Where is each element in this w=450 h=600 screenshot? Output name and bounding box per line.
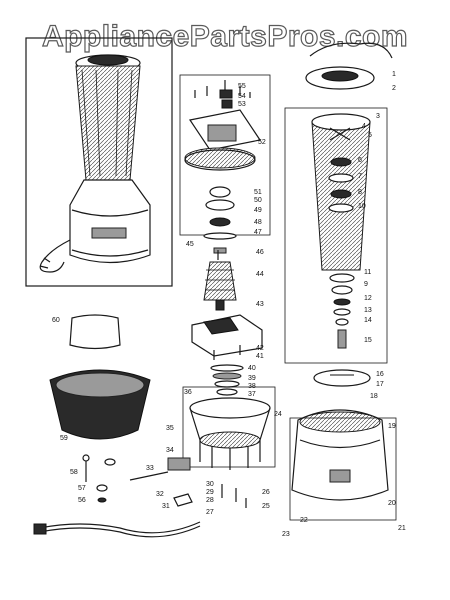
motor-assembly-parts	[179, 74, 276, 470]
part-label-18: 18	[370, 393, 378, 400]
part-label-4: 4	[362, 123, 366, 130]
part-label-5: 5	[368, 132, 372, 139]
part-label-48: 48	[254, 219, 262, 226]
part-label-24: 24	[274, 411, 282, 418]
container-assembly-parts	[284, 42, 397, 521]
part-label-43: 43	[256, 301, 264, 308]
part-label-25: 25	[262, 503, 270, 510]
part-label-8: 8	[358, 189, 362, 196]
part-label-58: 58	[70, 469, 78, 476]
part-label-38: 38	[248, 383, 256, 390]
part-label-33: 33	[146, 465, 154, 472]
part-label-53: 53	[238, 101, 246, 108]
part-label-10: 10	[358, 203, 366, 210]
part-label-50: 50	[254, 197, 262, 204]
part-label-14: 14	[364, 317, 372, 324]
base-and-cord-parts	[33, 314, 247, 538]
part-label-9: 9	[364, 281, 368, 288]
part-label-19: 19	[388, 423, 396, 430]
part-number-labels: 1 2 3 4 5 6 7 8 9 10 11 12 13 14 15 16 1…	[52, 71, 406, 538]
part-label-44: 44	[256, 271, 264, 278]
part-label-13: 13	[364, 307, 372, 314]
part-label-34: 34	[166, 447, 174, 454]
part-label-2: 2	[392, 85, 396, 92]
part-label-40: 40	[248, 365, 256, 372]
part-label-30: 30	[206, 481, 214, 488]
part-label-37: 37	[248, 391, 256, 398]
part-label-49: 49	[254, 207, 262, 214]
assembled-blender-illustration	[25, 37, 173, 287]
part-label-59: 59	[60, 435, 68, 442]
part-label-12: 12	[364, 295, 372, 302]
part-label-7: 7	[358, 173, 362, 180]
part-label-42: 42	[256, 345, 264, 352]
part-label-56: 56	[78, 497, 86, 504]
part-label-57: 57	[78, 485, 86, 492]
part-label-35: 35	[166, 425, 174, 432]
part-label-11: 11	[364, 269, 371, 276]
part-label-55: 55	[238, 83, 246, 90]
part-label-1: 1	[392, 71, 396, 78]
part-label-51: 51	[254, 189, 262, 196]
part-label-39: 39	[248, 375, 256, 382]
part-label-41: 41	[256, 353, 264, 360]
part-label-54: 54	[238, 93, 246, 100]
part-label-23: 23	[282, 531, 290, 538]
part-label-6: 6	[358, 157, 362, 164]
part-label-32: 32	[156, 491, 164, 498]
part-label-60: 60	[52, 317, 60, 324]
part-label-17: 17	[376, 381, 384, 388]
watermark: AppliancePartsPros.com	[41, 19, 409, 53]
part-label-26: 26	[262, 489, 270, 496]
part-label-47: 47	[254, 229, 262, 236]
part-label-36: 36	[184, 389, 192, 396]
part-label-46: 46	[256, 249, 264, 256]
part-label-28: 28	[206, 497, 214, 504]
part-label-29: 29	[206, 489, 214, 496]
part-label-20: 20	[388, 500, 396, 507]
part-label-3: 3	[376, 113, 380, 120]
part-label-22: 22	[300, 517, 308, 524]
part-label-16: 16	[376, 371, 384, 378]
part-label-45: 45	[186, 241, 194, 248]
part-label-27: 27	[206, 509, 214, 516]
part-label-15: 15	[364, 337, 372, 344]
part-label-52: 52	[258, 139, 266, 146]
part-label-21: 21	[398, 525, 406, 532]
part-label-31: 31	[162, 503, 170, 510]
